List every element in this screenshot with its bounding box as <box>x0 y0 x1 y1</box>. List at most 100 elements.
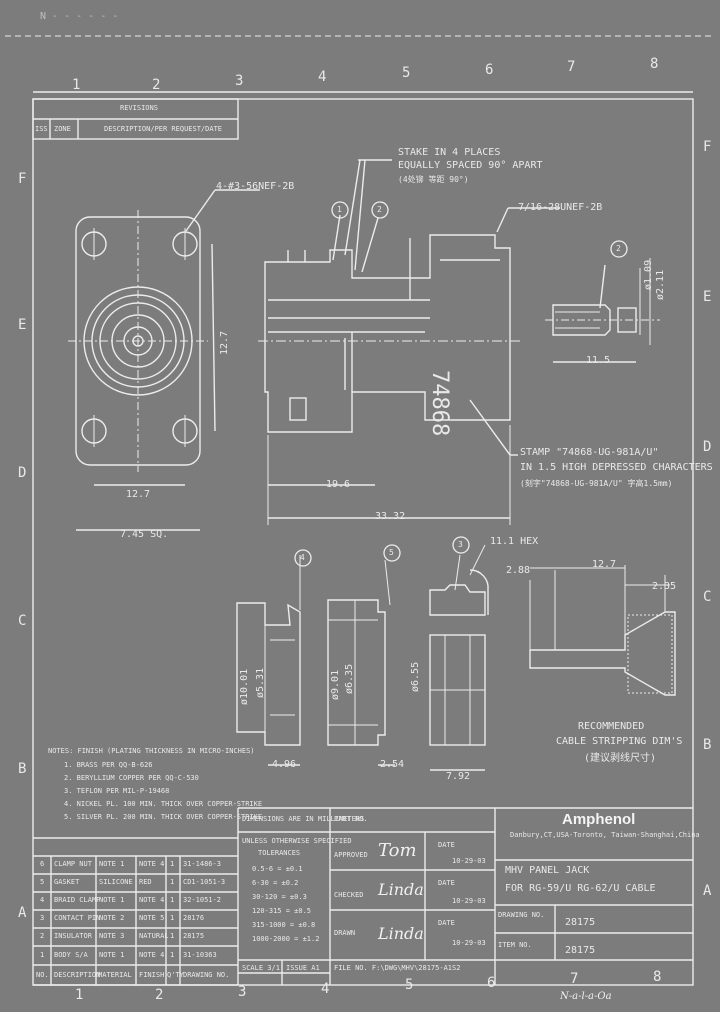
drawing-no-value: 28175 <box>565 917 596 928</box>
pin-detail <box>545 258 660 363</box>
bom-cell: 31-1486-3 <box>183 860 221 868</box>
bom-cell: NOTE 5 <box>139 914 165 922</box>
date-label: DATE <box>438 879 455 887</box>
zone-col-bottom-1: 1 <box>75 987 84 1003</box>
checked-date: 10-29-03 <box>452 897 486 905</box>
zone-row-left-D: D <box>18 465 27 481</box>
bom-cell: GASKET <box>54 878 80 886</box>
zone-row-right-E: E <box>703 289 712 305</box>
note-line: 2. BERYLLIUM COPPER PER QQ-C-530 <box>64 774 199 782</box>
bom-cell: NOTE 2 <box>99 914 125 922</box>
bom-cell: CLAMP NUT <box>54 860 92 868</box>
approved-label: APPROVED <box>334 851 368 859</box>
bom-header-no: NO. <box>36 971 49 979</box>
checked-signature: Linda <box>378 880 424 899</box>
sheet-border <box>32 98 694 986</box>
company-address: Danbury,CT,USA-Toronto, Taiwan-Shanghai,… <box>510 831 700 839</box>
tolerance-line: 1000-2000 = ±1.2 <box>252 935 320 943</box>
hex-callout: 11.1 HEX <box>490 536 539 547</box>
date-label: DATE <box>438 841 455 849</box>
balloon-2-pin: 2 <box>616 244 621 253</box>
strip-caption-line2: CABLE STRIPPING DIM'S <box>556 736 683 747</box>
bom-cell: 31-10363 <box>183 951 217 959</box>
zone-col-top-7: 7 <box>567 59 576 75</box>
zone-col-top-2: 2 <box>152 77 161 93</box>
dim-dia-2-11: ø2.11 <box>655 269 666 300</box>
dim-4-96: 4.96 <box>272 759 297 770</box>
zone-row-right-A: A <box>703 883 712 899</box>
drawn-label: DRAWN <box>334 929 356 937</box>
dim-12-7-horizontal: 12.7 <box>126 489 151 500</box>
zone-col-bottom-2: 2 <box>155 987 164 1003</box>
zone-col-top-6: 6 <box>485 62 494 78</box>
front-view <box>68 189 260 531</box>
stake-callout-cn: (4处铆 等距 90°) <box>398 175 469 184</box>
issue-label: ISSUE A1 <box>286 964 320 972</box>
cable-strip-detail <box>529 565 676 696</box>
dim-dia-6-35: ø6.35 <box>344 663 355 694</box>
bom-cell: 1 <box>170 878 175 886</box>
bom-cell: 4 <box>40 896 45 904</box>
zone-col-bottom-4: 4 <box>321 981 330 997</box>
strip-caption-line1: RECOMMENDED <box>578 721 645 732</box>
balloon-3: 3 <box>458 540 463 549</box>
zone-row-left-F: F <box>18 171 27 187</box>
zone-row-left-A: A <box>18 905 27 921</box>
bom-cell: 3 <box>40 914 45 922</box>
revisions-col-zone: ZONE <box>54 125 71 133</box>
balloon-2: 2 <box>377 205 382 214</box>
zone-col-top-5: 5 <box>402 65 411 81</box>
drawn-signature: Linda <box>378 924 424 943</box>
bom-cell: 28176 <box>183 914 205 922</box>
bom-cell: INSULATOR <box>54 932 92 940</box>
dim-dia-6-55: ø6.55 <box>410 661 421 692</box>
zone-row-left-E: E <box>18 317 27 333</box>
dim-33-32: 33.32 <box>375 511 406 522</box>
item-no-value: 28175 <box>565 945 596 956</box>
stake-callout-line2: EQUALLY SPACED 90° APART <box>398 160 543 171</box>
dim-11-5: 11.5 <box>586 355 611 366</box>
zone-row-left-C: C <box>18 613 27 629</box>
bom-cell: CONTACT PIN <box>54 914 101 922</box>
zone-row-right-F: F <box>703 139 712 155</box>
bom-header-qty: Q'TY <box>167 971 184 979</box>
bom-cell: SILICONE <box>99 878 133 886</box>
item-no-label: ITEM NO. <box>498 941 532 949</box>
strip-caption-cn: (建议剥线尺寸) <box>584 753 657 764</box>
part-no-label: PART NO. <box>334 815 368 823</box>
title-block-lines <box>33 807 693 986</box>
drawn-date: 10-29-03 <box>452 939 486 947</box>
bom-header-material: MATERIAL <box>98 971 132 979</box>
bom-cell: 2 <box>40 932 45 940</box>
tolerance-head-2: TOLERANCES <box>258 849 301 857</box>
bom-cell: NOTE 4 <box>139 860 165 868</box>
bottom-scribble: N-a-l-a-Oa <box>560 991 612 1002</box>
engraved-marking: 74868 <box>427 370 452 437</box>
zone-row-right-C: C <box>703 589 712 605</box>
note-line: 5. SILVER PL. 200 MIN. THICK OVER COPPER… <box>64 813 263 821</box>
zone-col-top-1: 1 <box>72 77 81 93</box>
thread-mount-callout: 4-#3-56NEF-2B <box>216 181 295 192</box>
side-view <box>258 159 560 525</box>
tolerance-line: 6-30 = ±0.2 <box>252 879 299 887</box>
revisions-col-desc: DESCRIPTION/PER REQUEST/DATE <box>104 125 223 133</box>
bom-cell: BRAID CLAMP <box>54 896 101 904</box>
note-line: 3. TEFLON PER MIL-P-19468 <box>64 787 170 795</box>
zone-col-top-3: 3 <box>235 73 244 89</box>
zone-col-bottom-7: 7 <box>570 971 579 987</box>
bom-header-desc: DESCRIPTION <box>54 971 101 979</box>
drawing-title-line2: FOR RG-59/U RG-62/U CABLE <box>505 883 656 894</box>
zone-row-right-D: D <box>703 439 712 455</box>
dim-7-45-sq: 7.45 SQ. <box>120 529 169 540</box>
revisions-col-iss: ISS <box>35 125 48 133</box>
dim-2-88: 2.88 <box>506 565 531 576</box>
dim-12-7-vertical: 12.7 <box>219 330 230 355</box>
zone-col-top-4: 4 <box>318 69 327 85</box>
bom-cell: 28175 <box>183 932 205 940</box>
balloon-1: 1 <box>337 205 342 214</box>
date-label: DATE <box>438 919 455 927</box>
drawing-title-line1: MHV PANEL JACK <box>505 865 590 876</box>
gasket-detail <box>327 559 395 766</box>
bom-cell: NOTE 4 <box>139 896 165 904</box>
